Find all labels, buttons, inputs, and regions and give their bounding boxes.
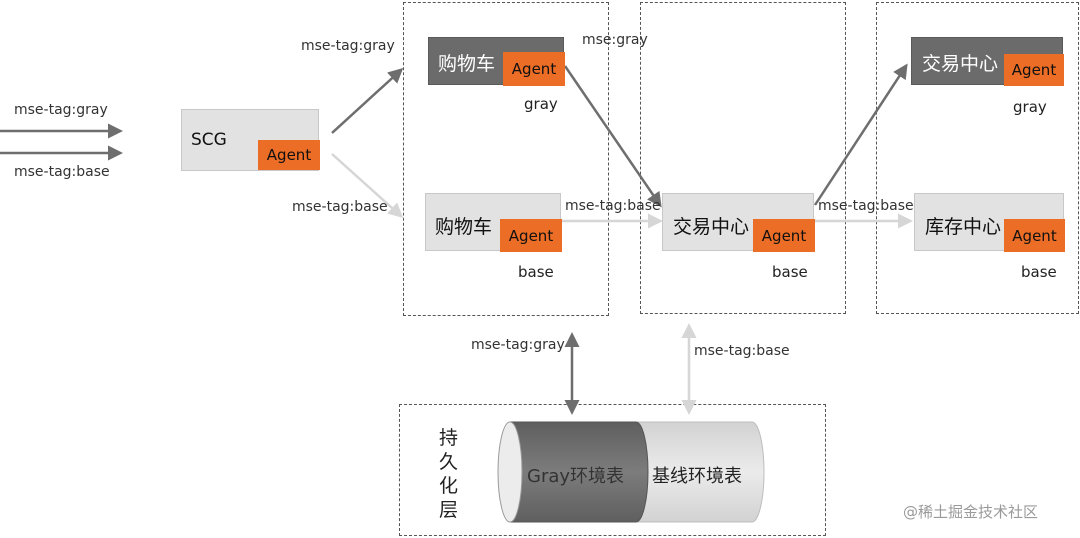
watermark: @稀土掘金技术社区 — [903, 503, 1039, 521]
cart-base-service: 购物车 Agent — [425, 193, 562, 252]
stock-base-env-label: base — [1021, 263, 1057, 281]
persistence-title-char: 层 — [439, 499, 459, 521]
cart-gray-service: 购物车 Agent — [428, 37, 565, 86]
scg-gateway-box: SCG Agent — [181, 109, 320, 171]
trade-gray-env-label: gray — [1013, 98, 1047, 116]
trade-gray-name: 交易中心 — [922, 53, 999, 75]
base-table-label: 基线环境表 — [652, 466, 742, 487]
gray-table-segment — [509, 421, 649, 523]
scg-agent-badge: Agent — [258, 140, 320, 170]
route-trade-right-label: mse-tag:base — [818, 198, 914, 214]
scg-to-gray-arrow — [331, 67, 404, 134]
base-table-segment — [635, 421, 765, 523]
trade-base-name: 交易中心 — [673, 216, 750, 238]
gray-table-label: Gray环境表 — [527, 466, 625, 487]
trade-gray-service: 交易中心 Agent — [911, 37, 1064, 86]
persistence-cylinder — [497, 421, 765, 523]
route-scg-base-label: mse-tag:base — [292, 199, 388, 215]
cart-base-name: 购物车 — [435, 216, 493, 238]
scg-name: SCG — [191, 130, 227, 150]
persistence-title-char: 久 — [439, 451, 459, 473]
trade-base-env-label: base — [772, 263, 808, 281]
trade-gray-agent-badge: Agent — [1004, 54, 1064, 86]
route-zone2-store-label: mse-tag:base — [694, 343, 790, 359]
cart-gray-env-label: gray — [524, 95, 558, 113]
entry-base-label: mse-tag:base — [14, 164, 110, 180]
zone-persistence-layer — [399, 404, 826, 536]
cart-base-env-label: base — [518, 263, 554, 281]
route-cart-gray-label: mse:gray — [582, 32, 648, 48]
persistence-title-char: 持 — [439, 427, 459, 449]
route-cart-base-label: mse-tag:base — [565, 198, 661, 214]
cylinder-cap — [497, 421, 523, 523]
stock-base-service: 库存中心 Agent — [914, 193, 1065, 252]
route-zone1-store-label: mse-tag:gray — [471, 337, 565, 353]
entry-gray-label: mse-tag:gray — [14, 102, 108, 118]
cart-base-agent-badge: Agent — [500, 219, 562, 252]
route-scg-gray-label: mse-tag:gray — [301, 38, 395, 54]
persistence-title-char: 化 — [439, 475, 459, 497]
trade-base-service: 交易中心 Agent — [662, 193, 815, 252]
trade-base-agent-badge: Agent — [753, 219, 815, 252]
cart-gray-name: 购物车 — [438, 53, 496, 75]
cart-gray-agent-badge: Agent — [503, 52, 565, 86]
stock-base-name: 库存中心 — [925, 216, 1002, 238]
zone-trade-center — [640, 2, 846, 314]
stock-base-agent-badge: Agent — [1004, 219, 1065, 252]
